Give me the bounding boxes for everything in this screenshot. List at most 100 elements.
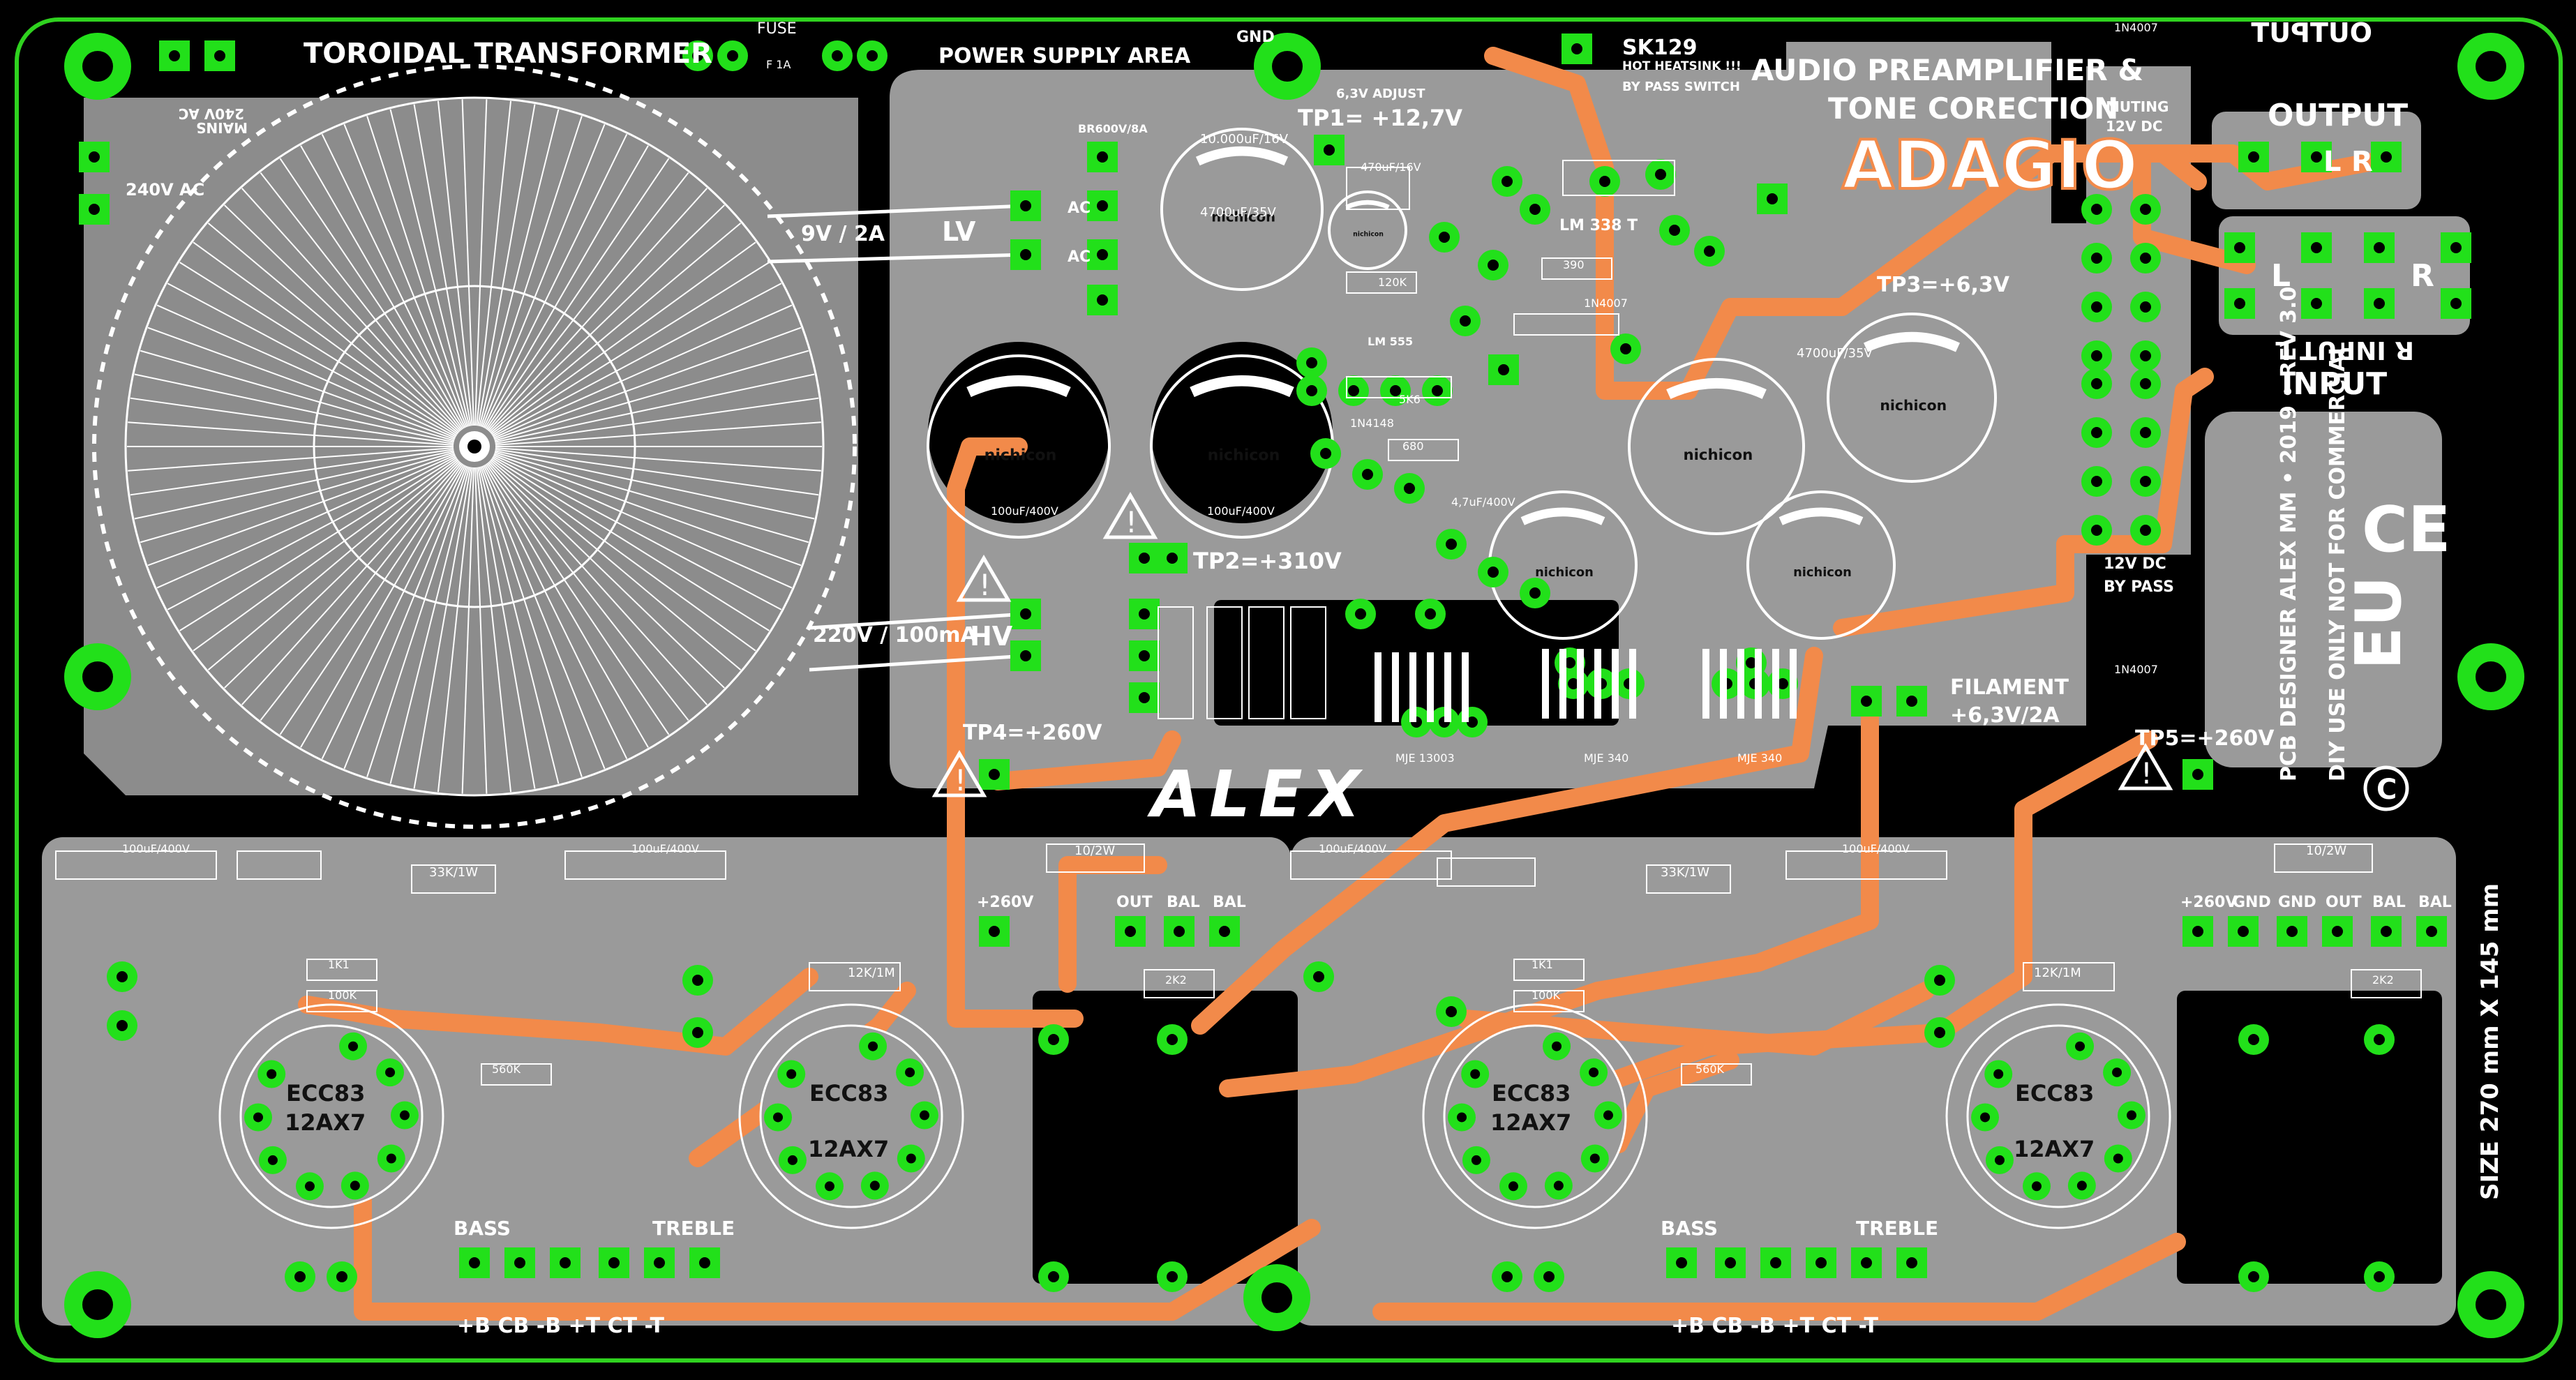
pad-hole (1767, 193, 1778, 204)
capacitor-outline (1328, 190, 1407, 270)
pad-hole (2234, 242, 2245, 253)
heatsink-fin (1629, 649, 1636, 719)
capacitor-polarity-band (1195, 146, 1289, 166)
pad-hole (469, 1257, 480, 1268)
lv-label: LV (942, 216, 976, 247)
pad-hole (2374, 1034, 2385, 1045)
res-2k2-label-left: 2K2 (1165, 973, 1187, 987)
pad-hole (1390, 385, 1401, 396)
pad-hole (989, 769, 1000, 780)
pad-hole (2140, 427, 2151, 438)
capacitor-outline (1160, 128, 1324, 291)
component-outline (1388, 439, 1459, 461)
bass-label-right: BASS (1661, 1217, 1718, 1240)
winding-line (491, 262, 770, 436)
bypass-label: BY PASS (2104, 578, 2174, 596)
winding-line (389, 466, 470, 784)
winding-line (207, 223, 459, 434)
muting-voltage: 12V DC (2106, 118, 2163, 135)
cap-4u7-label: 4,7uF/400V (1451, 495, 1515, 509)
v260-label-right: +260V (2180, 894, 2237, 911)
fuse-label: FUSE (757, 20, 797, 38)
pad-hole (1906, 696, 1917, 707)
capacitor-polarity-band (1190, 375, 1294, 398)
diode-top-label: 1N4007 (2114, 21, 2158, 34)
heatsink-fin (1702, 649, 1709, 719)
pad-hole (1174, 926, 1185, 937)
winding-line (241, 461, 461, 705)
pad-hole (2140, 253, 2151, 264)
tp4-label: TP4=+260V (963, 721, 1102, 745)
eu-mark: EU (2342, 576, 2416, 670)
winding-line (279, 463, 464, 735)
pad-hole (1313, 971, 1324, 982)
filament-label: FILAMENT (1950, 675, 2069, 700)
component-outline (1290, 850, 1452, 880)
res-390-label: 390 (1563, 258, 1585, 271)
tube-outline (738, 1003, 964, 1229)
pad-hole (2091, 378, 2102, 389)
heatsink-fin (1772, 649, 1779, 719)
tube2-type: ECC83 (809, 1080, 888, 1107)
res-560k-label-left: 560K (492, 1063, 521, 1076)
pad-hole (1488, 567, 1499, 578)
tube1-type-alt: 12AX7 (285, 1109, 366, 1136)
tube-pin-hole (2112, 1067, 2122, 1078)
alex-logo: ALEX (1147, 757, 1369, 832)
component-outline (2351, 969, 2422, 998)
mounting-hole-center (1261, 1282, 1292, 1313)
cap-470-label: 470uF/16V (1361, 160, 1421, 174)
tube-pin-hole (786, 1069, 797, 1079)
winding-line (193, 241, 458, 435)
pad-hole (1139, 692, 1150, 703)
component-outline (1513, 313, 1619, 336)
tube-pin-hole (919, 1110, 929, 1120)
pad-hole (1861, 696, 1872, 707)
pad-hole (1815, 1257, 1827, 1268)
pad-hole (692, 1027, 703, 1038)
pad-hole (1020, 608, 1031, 620)
res-33k-label-left: 33K/1W (429, 865, 478, 880)
tube-pin-hole (304, 1181, 315, 1192)
bal-label-left-2: BAL (1213, 894, 1246, 911)
pad-hole (1655, 169, 1666, 180)
tube-pin-hole (385, 1067, 396, 1078)
winding-line (486, 463, 689, 721)
lm338-label: LM 338 T (1559, 217, 1638, 234)
input-l: L (2271, 258, 2291, 294)
mains-voltage: 240V AC (179, 105, 244, 122)
pad-hole (2238, 926, 2249, 937)
hot-heatsink-label: HOT HEATSINK !!! (1622, 59, 1742, 73)
winding-line (484, 464, 649, 748)
tube-pin-hole (824, 1181, 834, 1192)
pad-hole (1306, 357, 1317, 368)
winding-line (134, 450, 454, 520)
transformer-leads (767, 204, 1026, 672)
pad-hole (2311, 151, 2322, 163)
capacitor-outline (1746, 490, 1896, 640)
tube4-type: ECC83 (2015, 1080, 2094, 1107)
component-outline (1681, 1063, 1752, 1086)
capacitor-polarity-band (1779, 507, 1864, 525)
tube-sockets (218, 1003, 2171, 1229)
diy-notice: DIY USE ONLY NOT FOR COMMERCIAL (2326, 342, 2350, 781)
pad-hole (2381, 926, 2392, 937)
pad-hole (1219, 926, 1230, 937)
winding-line (140, 350, 455, 442)
component-outline (237, 850, 322, 880)
tube-pin-hole (1980, 1112, 1991, 1123)
tube-pin-hole (267, 1069, 277, 1079)
capacitor-outline (1827, 313, 1997, 483)
mje340b-label: MJE 340 (1737, 751, 1782, 765)
pad-hole (2091, 301, 2102, 313)
winding-line (488, 461, 707, 705)
tp5-label: TP5=+260V (2135, 726, 2275, 751)
component-outline (1562, 160, 1675, 196)
pad-hole (2374, 242, 2385, 253)
pad-hole (214, 50, 225, 61)
pad-hole (1097, 151, 1108, 163)
output-mirror-label: OUTPUT (2251, 17, 2372, 48)
bass-label-left: BASS (454, 1217, 511, 1240)
hv-label: HV (970, 621, 1013, 652)
winding-line (437, 100, 473, 426)
